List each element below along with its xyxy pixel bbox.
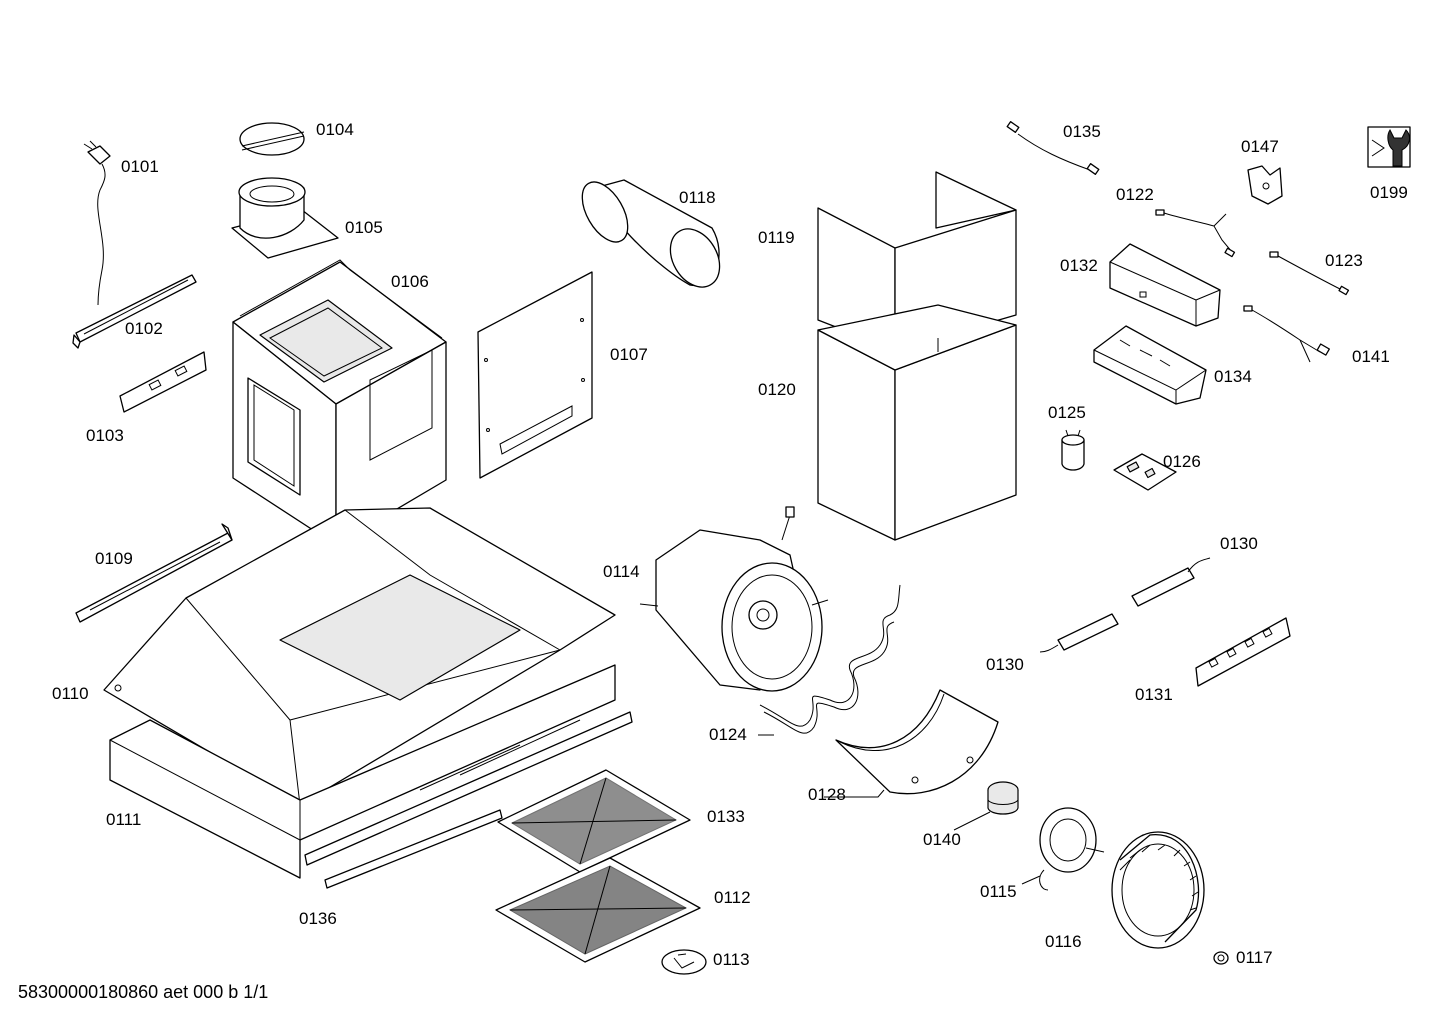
part-0130-switch-module-lower[interactable] xyxy=(1039,613,1119,653)
part-0116-impeller-wheel[interactable] xyxy=(1111,831,1205,949)
part-0132-control-box-cover[interactable] xyxy=(1109,243,1221,327)
label-0117[interactable]: 0117 xyxy=(1236,948,1273,967)
label-0123[interactable]: 0123 xyxy=(1325,251,1363,270)
part-0102-mounting-rail[interactable] xyxy=(72,274,197,349)
label-0103[interactable]: 0103 xyxy=(86,426,124,445)
label-0124[interactable]: 0124 xyxy=(709,725,747,744)
label-0112[interactable]: 0112 xyxy=(714,888,751,907)
part-0141-cable[interactable] xyxy=(1243,305,1330,363)
label-0110[interactable]: 0110 xyxy=(52,684,89,703)
part-0134-electronics-housing[interactable] xyxy=(1093,325,1207,405)
label-0130-upper[interactable]: 0130 xyxy=(1220,534,1258,553)
label-0130-lower[interactable]: 0130 xyxy=(986,655,1024,674)
part-0117-retaining-ring[interactable] xyxy=(1213,951,1229,965)
part-labels: 0101 0102 0103 0104 0105 0106 0107 0109 … xyxy=(52,120,1408,969)
part-0136-trim-strip[interactable] xyxy=(304,711,633,889)
label-0102[interactable]: 0102 xyxy=(125,319,163,338)
label-0147[interactable]: 0147 xyxy=(1241,137,1279,156)
label-0119[interactable]: 0119 xyxy=(758,228,795,247)
label-0122[interactable]: 0122 xyxy=(1116,185,1154,204)
part-0131-control-panel[interactable] xyxy=(1195,617,1291,687)
label-0132[interactable]: 0132 xyxy=(1060,256,1098,275)
part-0111-base-frame[interactable] xyxy=(109,664,616,879)
label-0105[interactable]: 0105 xyxy=(345,218,383,237)
part-0122-cable[interactable] xyxy=(1155,209,1236,258)
part-0126-circuit-board[interactable] xyxy=(1113,453,1177,491)
label-0134[interactable]: 0134 xyxy=(1214,367,1252,386)
part-0101-power-cord[interactable] xyxy=(83,140,111,306)
part-0120-lower-chimney[interactable] xyxy=(817,304,1017,541)
label-0128[interactable]: 0128 xyxy=(808,785,846,804)
leader-lines xyxy=(824,789,1041,885)
part-0114-blower-housing[interactable] xyxy=(639,506,829,692)
part-0135-cable[interactable] xyxy=(1006,121,1100,175)
label-0107[interactable]: 0107 xyxy=(610,345,648,364)
label-0118[interactable]: 0118 xyxy=(679,188,716,207)
part-0128-blower-cover[interactable] xyxy=(835,689,999,795)
part-0124-coil-cable[interactable] xyxy=(758,584,901,736)
label-0116[interactable]: 0116 xyxy=(1045,932,1082,951)
part-0107-side-panel[interactable] xyxy=(477,271,593,479)
label-0126[interactable]: 0126 xyxy=(1163,452,1201,471)
part-0199-tool-icon[interactable] xyxy=(1367,126,1411,168)
label-0141[interactable]: 0141 xyxy=(1352,347,1390,366)
label-0120[interactable]: 0120 xyxy=(758,380,796,399)
part-0140-damper[interactable] xyxy=(987,781,1019,815)
label-0140[interactable]: 0140 xyxy=(923,830,961,849)
part-0123-cable[interactable] xyxy=(1269,251,1350,296)
label-0131[interactable]: 0131 xyxy=(1135,685,1173,704)
part-0113-filter-clip[interactable] xyxy=(661,949,707,975)
part-0125-capacitor[interactable] xyxy=(1061,429,1085,471)
part-0104-check-valve-flap[interactable] xyxy=(239,122,305,156)
label-0133[interactable]: 0133 xyxy=(707,807,745,826)
part-0106-motor-housing-frame[interactable] xyxy=(232,259,447,546)
part-0103-bracket[interactable] xyxy=(119,351,207,413)
part-0109-rail[interactable] xyxy=(75,523,233,623)
document-id: 58300000180860 aet 000 b 1/1 xyxy=(18,982,268,1002)
part-0112-grease-filter[interactable] xyxy=(495,857,701,963)
part-0130-switch-module-upper[interactable] xyxy=(1131,557,1211,607)
part-0105-air-outlet[interactable] xyxy=(231,177,339,259)
label-0135[interactable]: 0135 xyxy=(1063,122,1101,141)
label-0109[interactable]: 0109 xyxy=(95,549,133,568)
part-0147-clip-bracket[interactable] xyxy=(1247,165,1283,205)
label-0106[interactable]: 0106 xyxy=(391,272,429,291)
label-0199[interactable]: 0199 xyxy=(1370,183,1408,202)
label-0101[interactable]: 0101 xyxy=(121,157,159,176)
part-0110-hood-canopy[interactable] xyxy=(103,507,616,806)
label-0114[interactable]: 0114 xyxy=(603,562,640,581)
label-0115[interactable]: 0115 xyxy=(980,882,1017,901)
part-0133-grease-filter[interactable] xyxy=(497,769,691,873)
label-0104[interactable]: 0104 xyxy=(316,120,354,139)
label-0136[interactable]: 0136 xyxy=(299,909,337,928)
label-0111[interactable]: 0111 xyxy=(106,810,141,829)
part-0115-fan-motor[interactable] xyxy=(1039,807,1105,891)
label-0113[interactable]: 0113 xyxy=(713,950,750,969)
part-0118-exhaust-duct[interactable] xyxy=(573,174,730,295)
label-0125[interactable]: 0125 xyxy=(1048,403,1086,422)
